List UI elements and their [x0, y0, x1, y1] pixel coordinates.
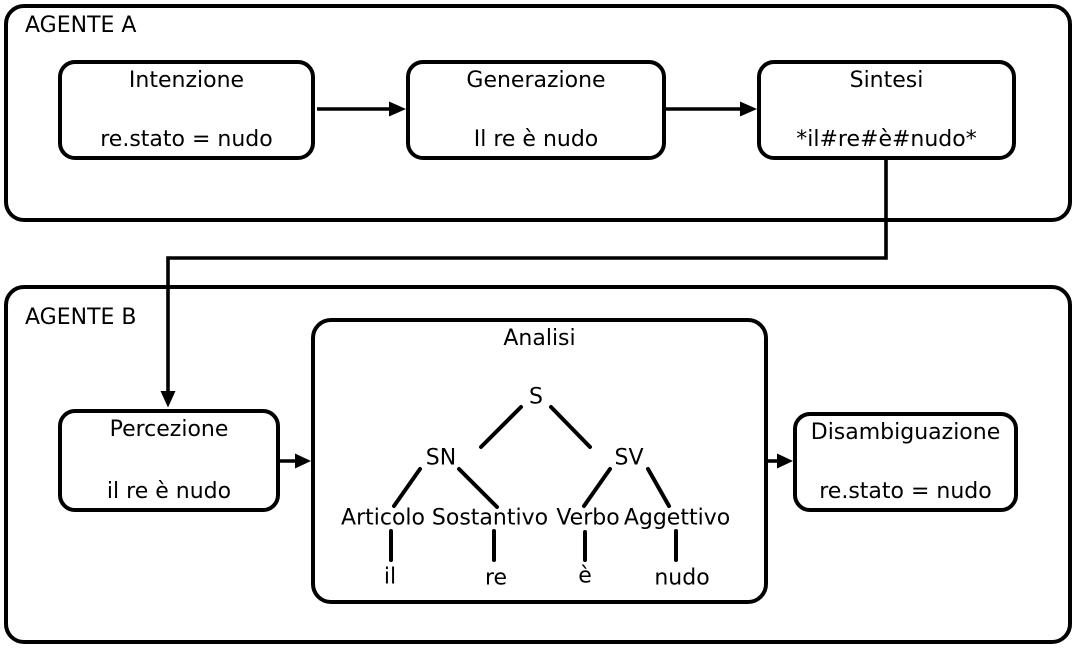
tree-node-verbo: Verbo	[556, 505, 620, 531]
tree-node-sv: SV	[614, 445, 644, 471]
intenzione-value: re.stato = nudo	[100, 126, 273, 152]
agent-b-label: AGENTE B	[25, 305, 137, 330]
generazione-value: Il re è nudo	[473, 126, 599, 152]
percezione-value: il re è nudo	[106, 478, 232, 504]
process-box-sintesi: Sintesi *il#re#è#nudo*	[757, 60, 1016, 160]
percezione-title: Percezione	[109, 417, 229, 442]
disambiguazione-value: re.stato = nudo	[819, 478, 992, 504]
tree-node-aggettivo: Aggettivo	[623, 505, 731, 531]
agent-a-label: AGENTE A	[25, 13, 137, 38]
intenzione-title: Intenzione	[128, 68, 245, 93]
tree-leaf-re: re	[484, 565, 508, 591]
generazione-title: Generazione	[466, 68, 606, 93]
disambiguazione-title: Disambiguazione	[810, 420, 1001, 445]
tree-node-sostantivo: Sostantivo	[431, 505, 549, 531]
sintesi-title: Sintesi	[849, 68, 924, 93]
process-box-disambiguazione: Disambiguazione re.stato = nudo	[793, 412, 1018, 512]
process-box-intenzione: Intenzione re.stato = nudo	[58, 60, 315, 160]
process-box-percezione: Percezione il re è nudo	[58, 409, 280, 512]
tree-node-s: S	[529, 384, 543, 410]
process-box-analisi: Analisi	[311, 318, 768, 604]
tree-node-articolo: Articolo	[341, 505, 425, 531]
analisi-title: Analisi	[503, 326, 576, 351]
tree-leaf-il: il	[383, 564, 397, 590]
process-box-generazione: Generazione Il re è nudo	[406, 60, 666, 160]
tree-node-sn: SN	[425, 445, 457, 471]
tree-leaf-e: è	[578, 563, 592, 589]
sintesi-value: *il#re#è#nudo*	[796, 126, 977, 152]
tree-leaf-nudo: nudo	[654, 565, 710, 591]
